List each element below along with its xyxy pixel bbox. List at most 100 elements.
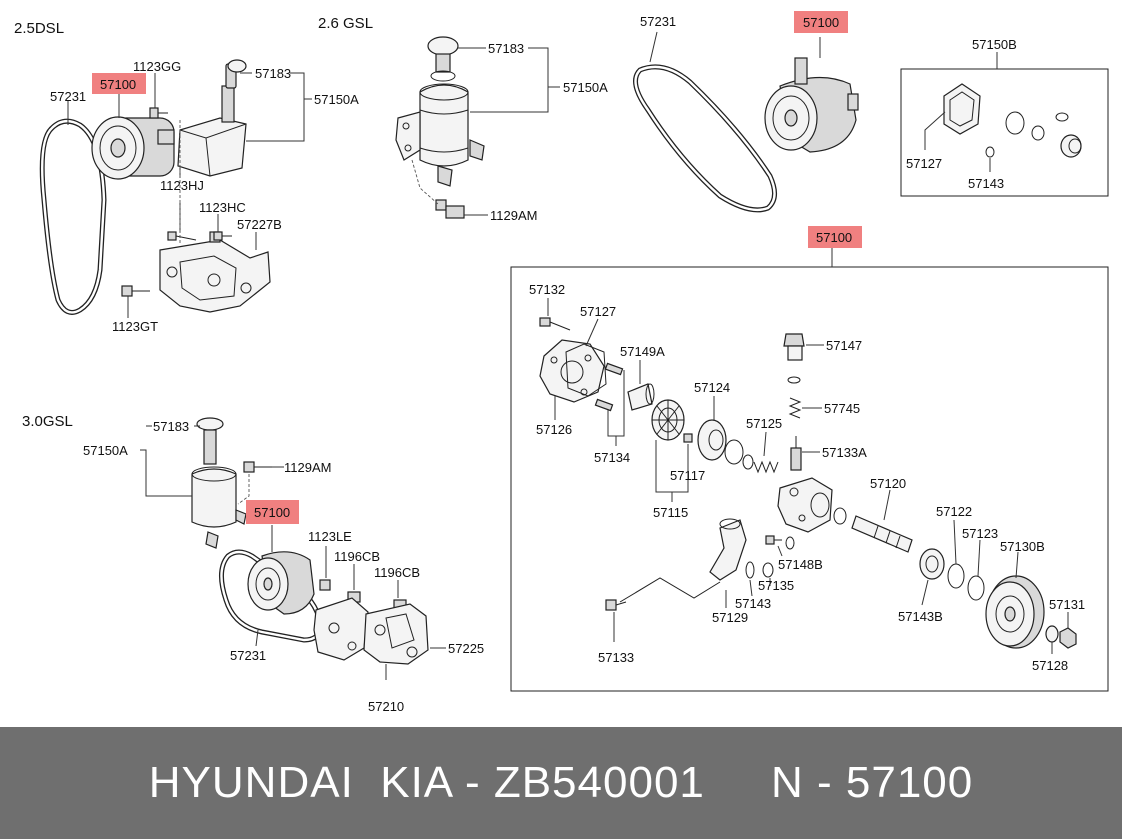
label-57231: 57231 (230, 648, 266, 663)
power-steering-pump (247, 551, 315, 615)
label-1129am: 1129AM (284, 460, 331, 475)
label-57122: 57122 (936, 504, 972, 519)
pulley (985, 575, 1045, 649)
power-steering-pump (764, 57, 859, 153)
label-57143: 57143 (968, 176, 1004, 191)
bolt-57132 (539, 317, 571, 331)
section-title-2-6gsl: 2.6 GSL (318, 15, 373, 32)
fluid-reservoir (177, 59, 247, 177)
o-ring (742, 454, 754, 470)
suction-pipe (709, 518, 747, 581)
label-57150b: 57150B (972, 37, 1017, 52)
label-1129am: 1129AM (490, 208, 537, 223)
bolt-57133 (605, 599, 627, 611)
label-57126: 57126 (536, 422, 572, 437)
bolt-1123gt (121, 285, 150, 297)
label-57127: 57127 (580, 304, 616, 319)
label-57149a: 57149A (620, 344, 665, 359)
pressure-plate (697, 419, 727, 461)
label-57124: 57124 (694, 380, 730, 395)
footer-text: HYUNDAI KIA - ZB540001 N - 57100 (148, 758, 974, 807)
drive-shaft (833, 507, 913, 553)
section-title-2-5dsl: 2.5DSL (14, 20, 64, 37)
label-57183: 57183 (153, 419, 189, 434)
cam-ring (627, 383, 655, 411)
highlight-57100 (794, 11, 848, 33)
rotor-vane-set (651, 399, 685, 441)
label-57210: 57210 (368, 699, 404, 714)
label-57225: 57225 (448, 641, 484, 656)
highlight-57100 (246, 500, 299, 524)
label-57148b: 57148B (778, 557, 823, 572)
group-3-0gsl: 57183 57150A 1129AM 57100 1123LE 1196CB (83, 417, 484, 714)
label-57745: 57745 (824, 401, 860, 416)
label-1123le: 1123LE (308, 529, 352, 544)
label-57129: 57129 (712, 610, 748, 625)
label-57120: 57120 (870, 476, 906, 491)
pump-bracket (313, 597, 369, 661)
power-steering-pump (91, 116, 175, 180)
bearing (919, 548, 945, 580)
label-1123gg: 1123GG (133, 59, 181, 74)
group-2-5dsl: 57231 57100 1123GG 57183 57150A 1123HJ 1… (39, 59, 359, 334)
label-57147: 57147 (826, 338, 862, 353)
o-ring (1031, 125, 1045, 141)
seal-kit-box: 57150B 57127 57143 (900, 37, 1109, 197)
fluid-reservoir (395, 36, 485, 187)
label-57150a: 57150A (83, 443, 128, 458)
label-1123hc: 1123HC (199, 200, 246, 215)
o-ring (985, 146, 995, 158)
o-ring (785, 536, 795, 550)
label-57150a: 57150A (314, 92, 359, 107)
washer (1045, 625, 1059, 643)
label-57123: 57123 (962, 526, 998, 541)
label-1196cb-2: 1196CB (374, 565, 420, 580)
label-57132: 57132 (529, 282, 565, 297)
pump-detail-box: 57100 57132 57127 57126 57134 (510, 226, 1109, 692)
label-1123gt: 1123GT (112, 319, 158, 334)
snap-ring (947, 563, 965, 589)
bolt-1123hc (213, 231, 232, 241)
highlight-57100 (808, 226, 862, 248)
bolt-1129am (435, 199, 465, 219)
highlight-57100 (92, 73, 146, 94)
label-57143b: 57143B (898, 609, 943, 624)
label-57183: 57183 (488, 41, 524, 56)
o-ring (1055, 112, 1069, 122)
label-57100: 57100 (816, 230, 852, 245)
kit-frame (900, 68, 1109, 197)
label-57227b: 57227B (237, 217, 282, 232)
parts-diagram: 2.5DSL 2.6 GSL 3.0GSL (14, 11, 1109, 714)
label-57130b: 57130B (1000, 539, 1045, 554)
spring (753, 460, 779, 474)
section-title-3-0gsl: 3.0GSL (22, 413, 73, 430)
mounting-bracket (363, 603, 429, 665)
label-57131: 57131 (1049, 597, 1085, 612)
bolt-1123gg (149, 107, 168, 119)
group-top-pump: 57231 57100 (633, 11, 859, 213)
dowel-pins (594, 362, 624, 412)
o-ring (787, 376, 801, 384)
outlet-connector (783, 333, 805, 361)
label-57133a: 57133A (822, 445, 867, 460)
label-57143: 57143 (735, 596, 771, 611)
label-57231: 57231 (640, 14, 676, 29)
label-57125: 57125 (746, 416, 782, 431)
o-ring (745, 561, 755, 579)
pump-bracket (159, 231, 271, 313)
group-2-6gsl: 57183 57150A 1129AM (395, 36, 608, 223)
label-57134: 57134 (594, 450, 630, 465)
bolt-57148b (765, 535, 782, 545)
spring (788, 397, 802, 419)
fluid-reservoir (191, 417, 247, 549)
label-57135: 57135 (758, 578, 794, 593)
pump-body (777, 477, 833, 533)
label-57100: 57100 (100, 77, 136, 92)
bolt-1123le (319, 579, 331, 591)
snap-ring (967, 575, 985, 601)
label-57133: 57133 (598, 650, 634, 665)
rear-cover (539, 339, 605, 403)
label-57128: 57128 (1032, 658, 1068, 673)
o-ring (762, 562, 774, 578)
